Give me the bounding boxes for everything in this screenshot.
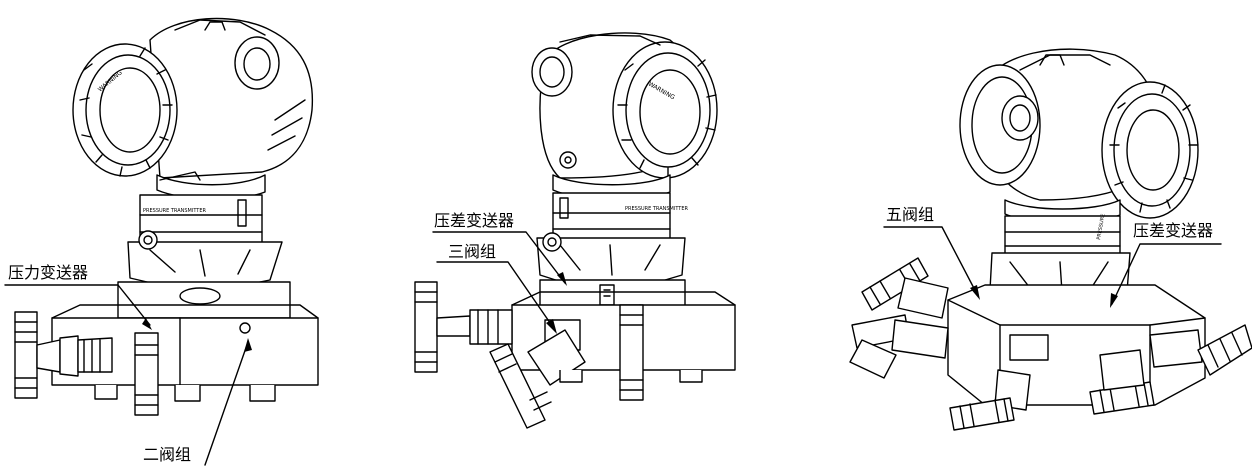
leader-two-valve-manifold	[204, 341, 249, 466]
valve-handle-front-icon	[134, 332, 159, 416]
conduit-entry-icon-2	[531, 47, 573, 97]
label-two-valve-manifold: 二阀组	[143, 445, 192, 464]
svg-text:PRESSURE TRANSMITTER: PRESSURE TRANSMITTER	[625, 206, 689, 212]
valve-handle-1-icon	[861, 257, 949, 319]
label-dp-transmitter-1: 压差变送器	[434, 211, 515, 230]
valve-handle-4-icon	[1089, 349, 1155, 415]
leader-five-valve-manifold	[883, 226, 979, 297]
transmitter-neck-2	[552, 192, 671, 241]
label-three-valve-manifold: 三阀组	[448, 242, 497, 261]
valve-handle-left-icon-2	[414, 281, 513, 373]
valve-handle-3-icon	[949, 369, 1031, 431]
pressure-transmitter-with-two-valve-manifold: WARNING PRESSURE TRANSMITTER	[4, 17, 319, 466]
valve-handle-2-icon	[849, 314, 949, 379]
conduit-entry-icon	[234, 36, 280, 90]
valve-handle-right-icon	[619, 304, 644, 401]
valve-handle-left-icon	[14, 311, 113, 399]
valve-handle-5-icon	[1149, 324, 1252, 376]
leader-dp-transmitter-1	[432, 231, 566, 284]
label-dp-transmitter-2: 压差变送器	[1133, 221, 1214, 240]
transmitter-neck	[139, 194, 263, 246]
conduit-entry-icon-3	[1001, 95, 1039, 141]
front-cover-icon: WARNING	[72, 43, 178, 177]
dp-transmitter-with-three-valve-manifold: WARNING PRESSURE TRANSMITTER	[414, 32, 736, 429]
front-cover-icon-2: WARNING	[612, 41, 718, 179]
leader-pressure-transmitter	[4, 284, 151, 326]
front-cover-icon-3	[1101, 81, 1199, 219]
dp-transmitter-with-five-valve-manifold: PRESSURE	[849, 48, 1252, 431]
label-five-valve-manifold: 五阀组	[886, 205, 935, 224]
svg-text:PRESSURE: PRESSURE	[1096, 213, 1106, 240]
leader-dp-transmitter-2	[1111, 243, 1222, 305]
svg-text:PRESSURE TRANSMITTER: PRESSURE TRANSMITTER	[143, 208, 207, 214]
label-pressure-transmitter: 压力变送器	[8, 263, 89, 282]
leader-three-valve-manifold	[436, 261, 556, 331]
